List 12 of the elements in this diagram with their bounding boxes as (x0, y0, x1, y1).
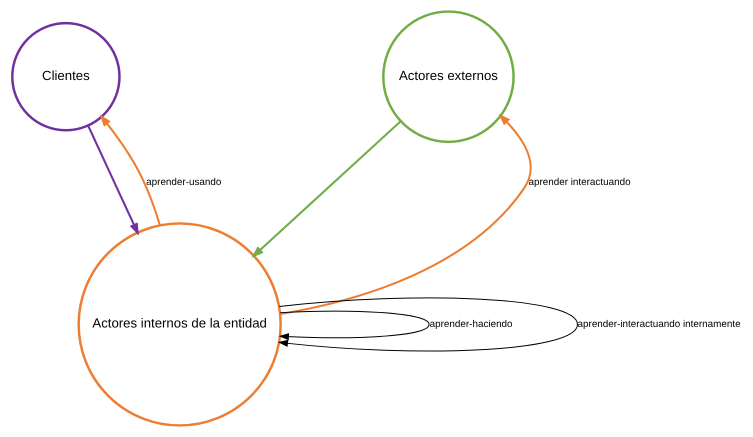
arrow (278, 310, 430, 340)
arrow (252, 120, 402, 258)
edge-label: aprender interactuando (528, 177, 631, 188)
arrow (87, 125, 139, 236)
edge-label: aprender-haciendo (430, 319, 513, 330)
node-circle: Clientes (11, 22, 121, 132)
arrow (100, 114, 161, 226)
edge-label: aprender-usando (146, 177, 222, 188)
edge-label: aprender-interactuando internamente (578, 319, 741, 330)
node-circle: Actores externos (382, 10, 515, 144)
arrow (280, 114, 532, 316)
arrow (278, 297, 578, 352)
